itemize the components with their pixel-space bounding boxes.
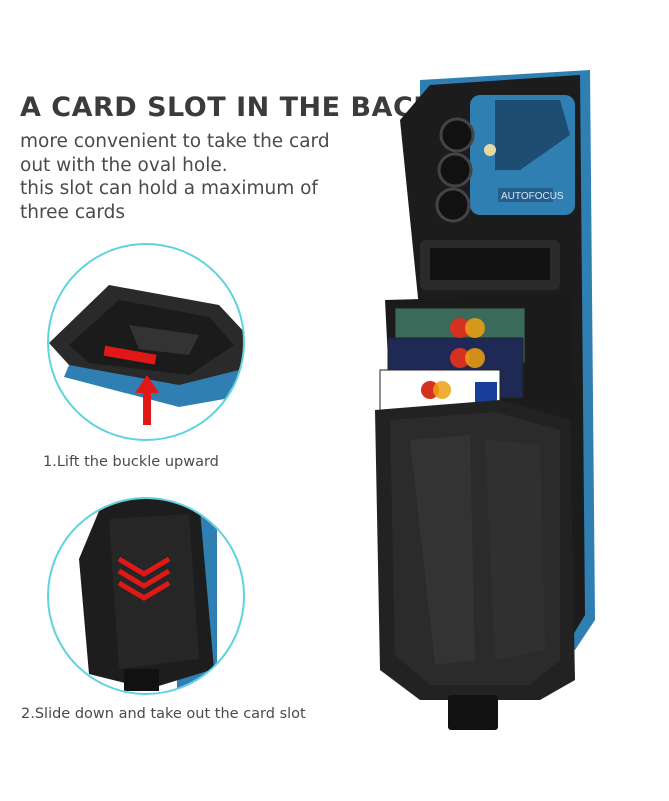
description-line: out with the oval hole.: [20, 154, 228, 176]
step1-detail-image: [47, 243, 245, 441]
description-line: three cards: [20, 201, 125, 223]
step2-caption: 2.Slide down and take out the card slot: [21, 706, 306, 722]
phone-case-image: AUTOFOCUS: [270, 60, 600, 760]
camera-label: AUTOFOCUS: [501, 191, 564, 202]
description-line: this slot can hold a maximum of: [20, 178, 318, 199]
description: more convenient to take the card out wit…: [20, 130, 350, 224]
step2-detail-image: [47, 497, 245, 695]
headline: A CARD SLOT IN THE BACK: [20, 92, 435, 123]
description-line: more convenient to take the card: [20, 131, 330, 152]
step1-caption: 1.Lift the buckle upward: [43, 454, 219, 470]
